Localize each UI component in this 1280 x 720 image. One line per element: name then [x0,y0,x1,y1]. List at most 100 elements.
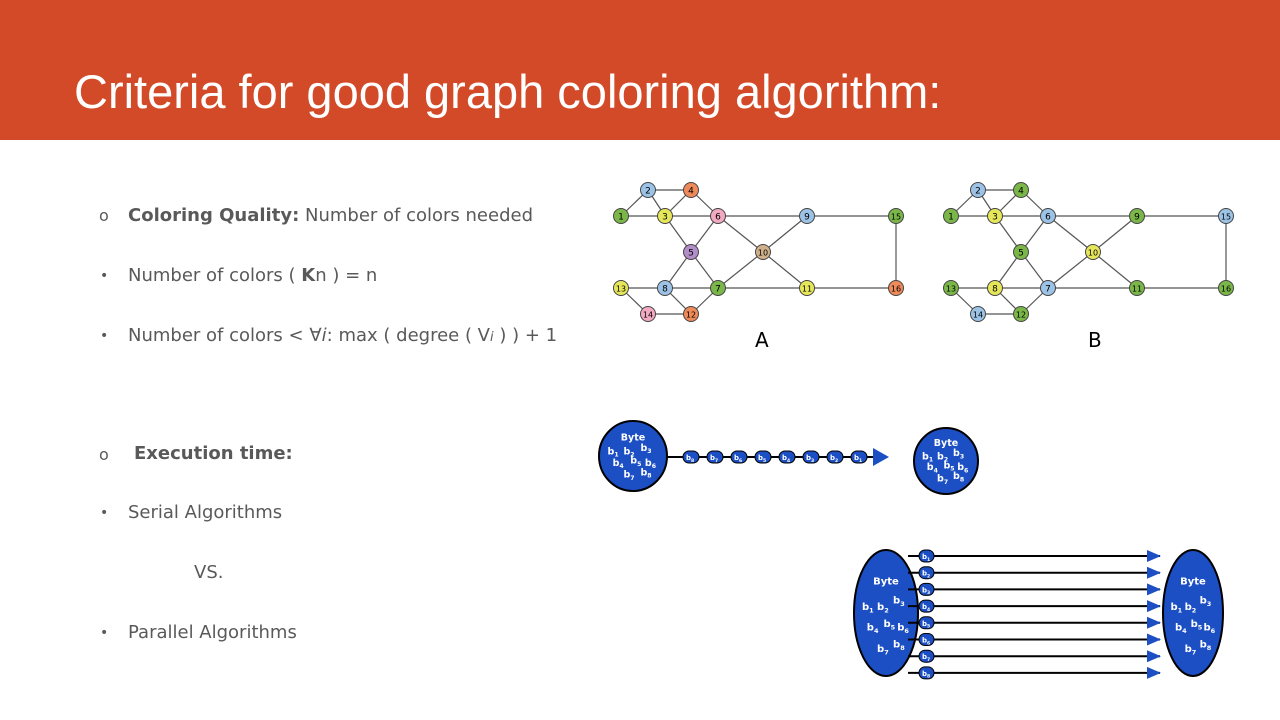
graph-node-label: 11 [802,285,812,294]
parallel-bit-pill: b7 [918,649,935,663]
graph-node-circle [1013,182,1029,198]
parallel-arrowhead [1147,583,1161,596]
graph-node: 13 [943,280,959,296]
bit-label: b7 [710,454,718,464]
bit-label: b4 [867,623,879,636]
graph-node-label: 9 [804,213,810,223]
graph-node: 1 [943,208,959,224]
graph-node-label: 5 [1018,249,1024,259]
graph-node-label: 6 [715,213,721,223]
kn-prefix: Number of colors ( [128,265,302,286]
parallel-arrowhead [1147,666,1161,679]
graph-node-circle [987,208,1003,224]
parallel-bit-pill: b5 [918,616,935,630]
bit-pill-shape [802,450,820,464]
serial-bit-pill: b3 [802,450,820,464]
graph-node-circle [710,208,726,224]
index-vi: i [490,330,494,345]
graph-node: 9 [799,208,815,224]
graph-node-label: 3 [992,213,998,223]
graph-node-circle [1013,244,1029,260]
bullet-marker-dot: • [100,625,109,641]
graph-node: 16 [1218,280,1234,296]
bit-pill-shape [918,633,935,646]
bit-label: b5 [883,619,895,632]
bit-label: b8 [893,640,905,653]
bit-label: b1 [922,553,930,563]
parallel-arrowhead [1147,550,1161,562]
index-i: i [321,325,327,346]
bit-label: b2 [937,451,948,463]
graph-node-circle [710,280,726,296]
graph-node-label: 9 [1134,213,1140,223]
bit-label: b7 [623,470,634,482]
graph-node-circle [683,244,699,260]
bit-label: b5 [922,620,930,630]
graph-edge [762,215,808,253]
parallel-bit-pill: b8 [918,666,935,680]
graph-edge [717,215,764,253]
bullet-serial: Serial Algorithms [128,502,283,523]
bullet-execution-time: Execution time: [134,445,293,463]
bit-label: b1 [922,451,933,463]
graph-node-label: 4 [688,187,694,197]
graph-node-circle [799,280,815,296]
graph-node-circle [888,208,904,224]
byte-label: Byte [1180,577,1206,588]
bit-label: b7 [922,653,930,663]
coloring-quality-label: Coloring Quality: [128,205,300,226]
graph-node-label: 1 [618,213,624,223]
graph-node-circle [1040,208,1056,224]
graph-node: 16 [888,280,904,296]
bit-label: b7 [1185,644,1197,657]
bit-pill-shape [706,450,724,464]
title-bar [0,0,1280,140]
serial-bit-pill: b5 [754,450,772,464]
serial-arrowhead [873,448,889,466]
max-prefix: Number of colors < [128,325,310,346]
bit-pill-shape [918,566,935,580]
bit-label: b4 [1175,623,1187,636]
kn-suffix: n ) = n [315,265,378,286]
graph-a-caption: A [755,328,769,352]
graph-node-label: 16 [1221,285,1231,294]
bit-pill-shape [918,599,935,613]
graph-b-caption: B [1088,328,1102,352]
graph-node-label: 15 [891,213,901,222]
graph-node-label: 8 [992,285,998,295]
bit-label: b7 [937,473,948,485]
graph-node: 8 [987,280,1003,296]
bit-label: b8 [922,670,930,680]
graph-node-circle [683,306,699,322]
bit-pill-shape [730,450,748,464]
bit-label: b1 [1171,602,1183,615]
bit-label: b8 [686,454,694,464]
graph-node-circle [657,208,673,224]
bit-label: b1 [854,454,862,464]
serial-bit-pill: b8 [682,450,700,464]
graph-node: 14 [640,306,656,322]
graph-node-label: 11 [1132,285,1142,294]
graph-node-label: 6 [1045,213,1051,223]
graph-node-circle [799,208,815,224]
graph-node-label: 15 [1221,213,1231,222]
byte-label: Byte [621,432,645,443]
bit-label: b3 [1200,596,1212,609]
parallel-arrowhead [1147,650,1161,663]
parallel-bit-pill: b6 [918,633,935,646]
graph-node-circle [683,182,699,198]
bit-pill-shape [682,450,700,464]
parallel-arrowhead [1147,600,1161,613]
slide-title: Criteria for good graph coloring algorit… [74,65,942,118]
bit-label: b4 [613,458,624,470]
bullet-coloring-quality: Coloring Quality: Number of colors neede… [128,207,533,225]
graph-node-circle [657,280,673,296]
vs-text: VS. [194,562,224,583]
graph-edge [1047,215,1094,253]
graph-edge [1047,251,1094,289]
